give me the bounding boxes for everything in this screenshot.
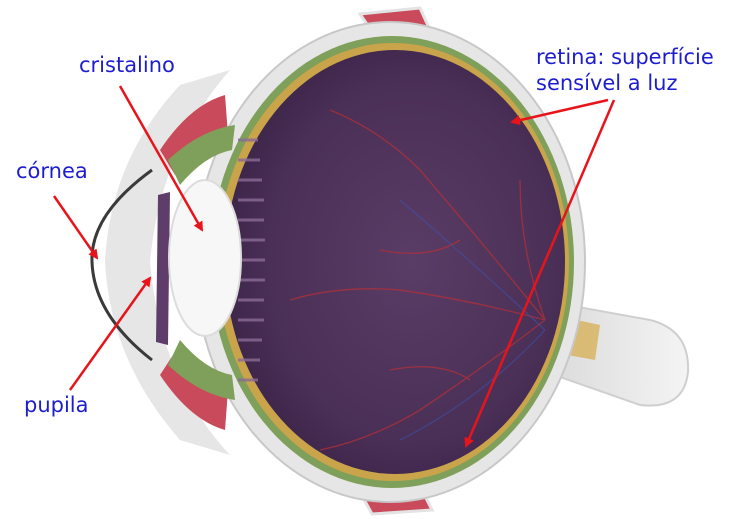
vitreous-chamber <box>225 50 565 474</box>
label-pupila: pupila <box>24 392 89 418</box>
label-cristalino: cristalino <box>79 52 175 78</box>
label-retina-line1: retina: superfície <box>536 44 714 70</box>
arrow-cornea <box>54 196 97 258</box>
lens <box>169 180 241 336</box>
label-retina-line2: sensível a luz <box>536 70 714 96</box>
label-cornea: córnea <box>16 158 88 184</box>
iris <box>156 192 170 345</box>
label-retina: retina: superfície sensível a luz <box>536 44 714 96</box>
